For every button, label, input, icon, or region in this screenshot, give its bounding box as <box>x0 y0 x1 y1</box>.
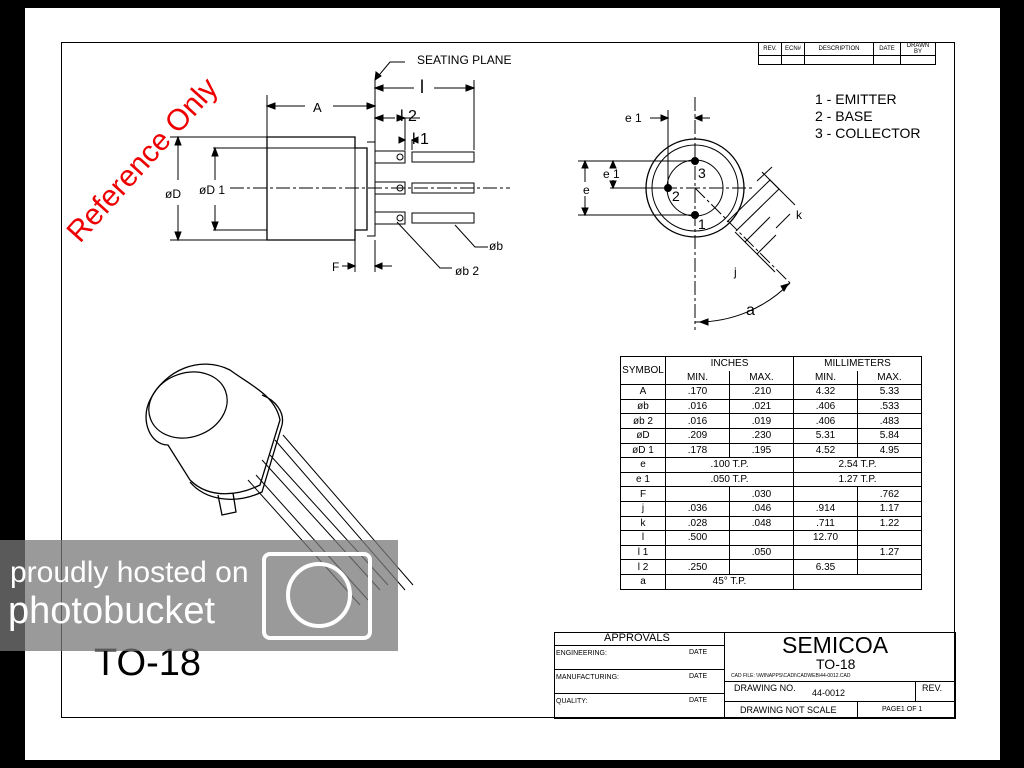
photobucket-watermark: proudly hosted on photobucket <box>0 540 398 651</box>
dim-label-j: j <box>734 265 737 279</box>
rev-label: REV. <box>922 683 943 693</box>
company-name: SEMICOA <box>782 632 889 658</box>
dimension-table: SYMBOL INCHES MILLIMETERS MIN. MAX. MIN.… <box>620 355 922 590</box>
dim-label-e: e <box>583 183 590 197</box>
manufacturing-label: MANUFACTURING: <box>556 674 619 681</box>
dim-label-F: F <box>332 260 340 274</box>
dim-label-oD: øD <box>165 187 181 201</box>
table-row: F.030.762 <box>620 486 922 502</box>
pin-1-label: 1 <box>698 216 706 232</box>
dim-label-l2: l 2 <box>400 108 417 125</box>
revision-table: REV. ECN# DESCRIPTION DATE DRAWN BY <box>758 42 936 65</box>
drawing-border <box>61 42 955 718</box>
pin-3-label: 3 <box>698 165 706 181</box>
pin-2-label: 2 <box>672 188 680 204</box>
ecn-header: ECN# <box>781 42 805 56</box>
rev-header: REV. <box>758 42 782 56</box>
drawing-no-label: DRAWING NO. <box>734 683 796 693</box>
mm-header: MILLIMETERS <box>793 355 922 371</box>
dim-label-ob: øb <box>489 239 504 253</box>
table-row: e.100 T.P.2.54 T.P. <box>620 457 922 473</box>
in-min-header: MIN. <box>665 370 730 386</box>
mm-min-header: MIN. <box>793 370 858 386</box>
dim-label-e1-top: e 1 <box>625 111 642 125</box>
description-header: DESCRIPTION <box>804 42 874 56</box>
dim-label-e1-side: e 1 <box>603 167 620 181</box>
date-header: DATE <box>873 42 901 56</box>
part-name: TO-18 <box>816 656 856 672</box>
quality-label: QUALITY: <box>556 698 588 705</box>
cad-file-path: CAD FILE: \\WINAPPS\CADI\CADWEB\44-0012.… <box>731 673 851 679</box>
symbol-header: SYMBOL <box>620 355 666 386</box>
table-row: øb.016.021.406.533 <box>620 398 922 415</box>
watermark-line2: photobucket <box>8 590 216 632</box>
inches-header: INCHES <box>665 355 794 371</box>
dim-label-k: k <box>796 208 802 222</box>
camera-icon <box>262 552 372 640</box>
pinout-collector: 3 - COLLECTOR <box>815 125 921 141</box>
watermark-line1: proudly hosted on <box>10 556 249 589</box>
dim-label-a: a <box>746 302 755 319</box>
pinout-base: 2 - BASE <box>815 108 873 124</box>
pinout-emitter: 1 - EMITTER <box>815 91 897 107</box>
table-row: e 1.050 T.P.1.27 T.P. <box>620 471 922 488</box>
page-label: PAGE1 OF 1 <box>882 706 923 713</box>
dim-label-ob2: øb 2 <box>455 264 480 278</box>
drawing-no-value: 44-0012 <box>812 688 846 698</box>
title-block: APPROVALS ENGINEERING: DATE MANUFACTURIN… <box>554 632 956 719</box>
engineering-label: ENGINEERING: <box>556 650 607 657</box>
engineering-date-label: DATE <box>689 649 708 656</box>
seating-plane-label: SEATING PLANE <box>417 53 512 67</box>
dim-label-l: l <box>420 77 424 97</box>
approvals-title: APPROVALS <box>604 632 670 644</box>
lens-icon <box>286 562 352 628</box>
not-scale-label: DRAWING NOT SCALE <box>740 705 837 715</box>
mm-max-header: MAX. <box>857 370 922 386</box>
dim-label-oD1: øD 1 <box>199 183 226 197</box>
dim-label-l1: l 1 <box>412 131 429 148</box>
dim-label-A: A <box>313 100 322 115</box>
quality-date-label: DATE <box>689 697 708 704</box>
manufacturing-date-label: DATE <box>689 673 708 680</box>
in-max-header: MAX. <box>729 370 794 386</box>
drawn-by-header: DRAWN BY <box>900 42 936 56</box>
table-row: øb 2.016.019.406.483 <box>620 413 922 429</box>
